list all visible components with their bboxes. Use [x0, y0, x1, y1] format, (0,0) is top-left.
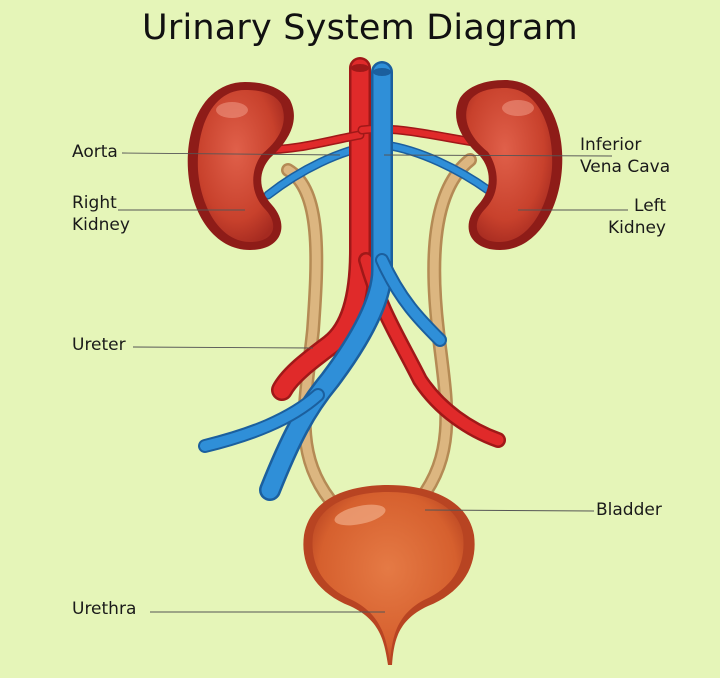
- bladder-organ: [303, 485, 475, 665]
- right-kidney-label: Right Kidney: [72, 192, 130, 236]
- vena-cava-leader-line: [383, 154, 613, 157]
- right-kidney-organ: [187, 82, 294, 250]
- ureter-leader-line: [132, 346, 314, 349]
- left-kidney-label-line2: Kidney: [608, 218, 666, 238]
- ureter-label: Ureter: [72, 335, 126, 355]
- diagram-title: Urinary System Diagram: [142, 8, 578, 48]
- right-kidney-label-line2: Kidney: [72, 215, 130, 235]
- right-kidney-label-line1: Right: [72, 193, 117, 213]
- left-kidney-label: Left Kidney: [600, 195, 666, 239]
- vena-cava-label-line2: Vena Cava: [580, 157, 671, 177]
- vena-cava-label-line1: Inferior: [580, 135, 642, 155]
- vena-cava-vessel: [198, 61, 447, 501]
- aorta-label: Aorta: [72, 142, 118, 162]
- aorta-leader-line: [121, 152, 341, 156]
- vena-cava-label: Inferior Vena Cava: [580, 134, 670, 178]
- bladder-leader-line: [424, 509, 595, 512]
- ureter-left: [281, 163, 337, 507]
- urethra-label: Urethra: [72, 599, 137, 619]
- left-kidney-organ: [456, 80, 563, 250]
- left-kidney-label-line1: Left: [634, 196, 666, 216]
- bladder-label: Bladder: [596, 500, 662, 520]
